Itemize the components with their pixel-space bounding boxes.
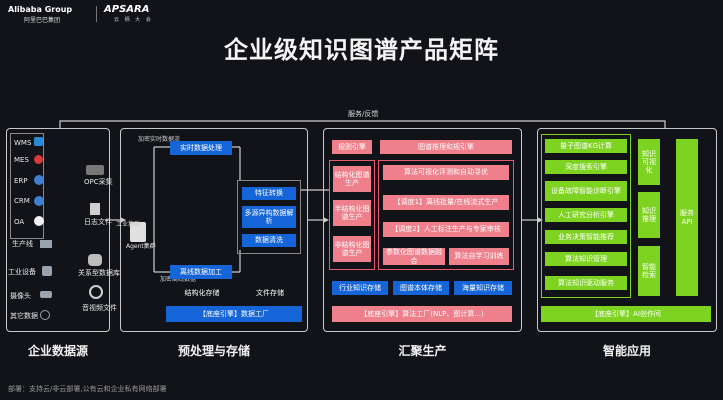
schedule-group	[378, 160, 514, 270]
smart-item-4: 业务决策智能推荐	[545, 230, 627, 244]
label-aggregate: 汇聚生产	[398, 344, 447, 358]
camera-icon	[40, 291, 52, 298]
source-other-data: 其它数据	[10, 312, 38, 320]
system-mes: MES	[14, 156, 29, 164]
box-rule-engine: 规则引擎	[332, 140, 372, 154]
box-multi-source: 多源异构数据解析	[242, 206, 296, 228]
system-wms: WMS	[14, 139, 32, 147]
system-erp: ERP	[14, 177, 28, 185]
smart-mid-1: 知识推理	[638, 192, 660, 238]
crm-icon	[34, 196, 44, 206]
box-ai-studio: 【底座引擎】AI创作间	[541, 306, 711, 322]
box-file-storage: 文件存储	[256, 288, 284, 297]
label-preprocess: 预处理与存储	[177, 344, 250, 358]
alibaba-logo-cn: 阿里巴巴集团	[24, 17, 61, 24]
smart-item-0: 量子图谱KG计算	[545, 139, 627, 153]
smart-item-5: 算法知识管理	[545, 252, 627, 266]
parse-group	[237, 180, 301, 254]
box-structured: 结构化存储	[184, 288, 220, 297]
label-data-source: 企业数据源	[27, 344, 88, 358]
production-group	[329, 160, 375, 270]
source-log-file: 日志文件	[84, 218, 112, 226]
mes-icon	[34, 155, 43, 164]
box-sched2: 【调度2】人工标注生产与专家审核	[383, 222, 509, 237]
smart-api: 服务API	[676, 139, 698, 296]
media-file-icon	[89, 285, 103, 299]
smart-items-group	[541, 134, 631, 298]
apsara-logo: APSARA	[104, 4, 150, 15]
panel-preprocess	[120, 128, 308, 332]
offline-data-label: 加密离线数据	[160, 276, 197, 283]
smart-item-3: 人工研究分析引擎	[545, 208, 627, 222]
other-data-icon	[40, 310, 50, 320]
source-camera: 摄像头	[10, 292, 31, 300]
deployment-note: 部署：支持云/非云部署,公有云和企业私有网络部署	[8, 385, 167, 393]
systems-group	[10, 133, 44, 239]
box-realtime: 实时数据处理	[170, 141, 232, 155]
feedback-label: 服务/反馈	[348, 110, 379, 118]
erp-icon	[34, 175, 44, 185]
apsara-logo-cn: 云 栖 大 会	[114, 17, 153, 23]
system-crm: CRM	[14, 197, 30, 205]
box-unstructured-gen: 非结构化图谱生产	[333, 236, 371, 262]
box-sched1: 【调度1】离线批量/在线流式生产	[383, 195, 509, 210]
label-smart: 智能应用	[602, 344, 651, 358]
source-production-line: 生产线	[12, 240, 33, 248]
box-structured-gen: 结构化图谱生产	[333, 166, 371, 192]
box-data-factory: 【底座引擎】数据工厂	[166, 306, 302, 322]
log-file-icon	[90, 203, 100, 215]
box-algorithm-factory: 【底座引擎】算法工厂(NLP、图计算...)	[332, 306, 512, 322]
panel-aggregate	[323, 128, 522, 332]
realtime-stream-label: 加密实时数据流	[138, 136, 181, 143]
box-industry-storage: 行业知识存储	[332, 281, 388, 295]
production-line-icon	[40, 240, 52, 248]
box-param: 参数化图谱数据融合	[383, 248, 445, 265]
database-icon	[88, 254, 102, 266]
box-auto-train: 算法自学习训练	[449, 248, 509, 265]
panel-smart	[537, 128, 717, 332]
smart-item-2: 设备故障智能诊断引擎	[545, 181, 627, 201]
alibaba-logo: Alibaba Group	[8, 5, 73, 14]
box-offline: 离线数据加工	[170, 265, 232, 279]
smart-mid-0: 知识可视化	[638, 139, 660, 185]
source-opc: OPC采集	[84, 178, 113, 186]
page-title: 企业级知识图谱产品矩阵	[224, 36, 499, 64]
wms-icon	[34, 137, 43, 146]
box-feature: 特征转换	[242, 187, 296, 200]
opc-icon	[86, 165, 104, 175]
smart-mid-2: 智能检索	[638, 246, 660, 296]
equipment-icon	[42, 266, 52, 276]
box-cleaning: 数据清洗	[242, 234, 296, 247]
agent-small-label: 工业集群	[116, 221, 141, 228]
agent-cluster-icon	[130, 222, 146, 242]
system-oa: OA	[14, 218, 25, 226]
box-massive-storage: 海量知识存储	[454, 281, 512, 295]
agent-cluster-label: Agent集群	[126, 243, 156, 250]
oa-icon	[34, 216, 44, 226]
box-ontology-storage: 图谱本体存储	[393, 281, 449, 295]
source-industrial-equipment: 工业设备	[8, 268, 36, 276]
smart-item-1: 深度搜索引擎	[545, 160, 627, 174]
smart-item-6: 算法知识驱动服务	[545, 276, 627, 290]
panel-data-source	[6, 128, 110, 332]
box-semi-gen: 半结构化图谱生产	[333, 200, 371, 226]
box-kg-engine: 图谱推理和规引擎	[380, 140, 512, 154]
source-media-file: 音视频文件	[82, 304, 117, 312]
source-database: 关系型数据库	[78, 269, 120, 277]
box-eval: 算法可视化评测和自动寻优	[383, 165, 509, 180]
brand-divider	[96, 6, 97, 22]
